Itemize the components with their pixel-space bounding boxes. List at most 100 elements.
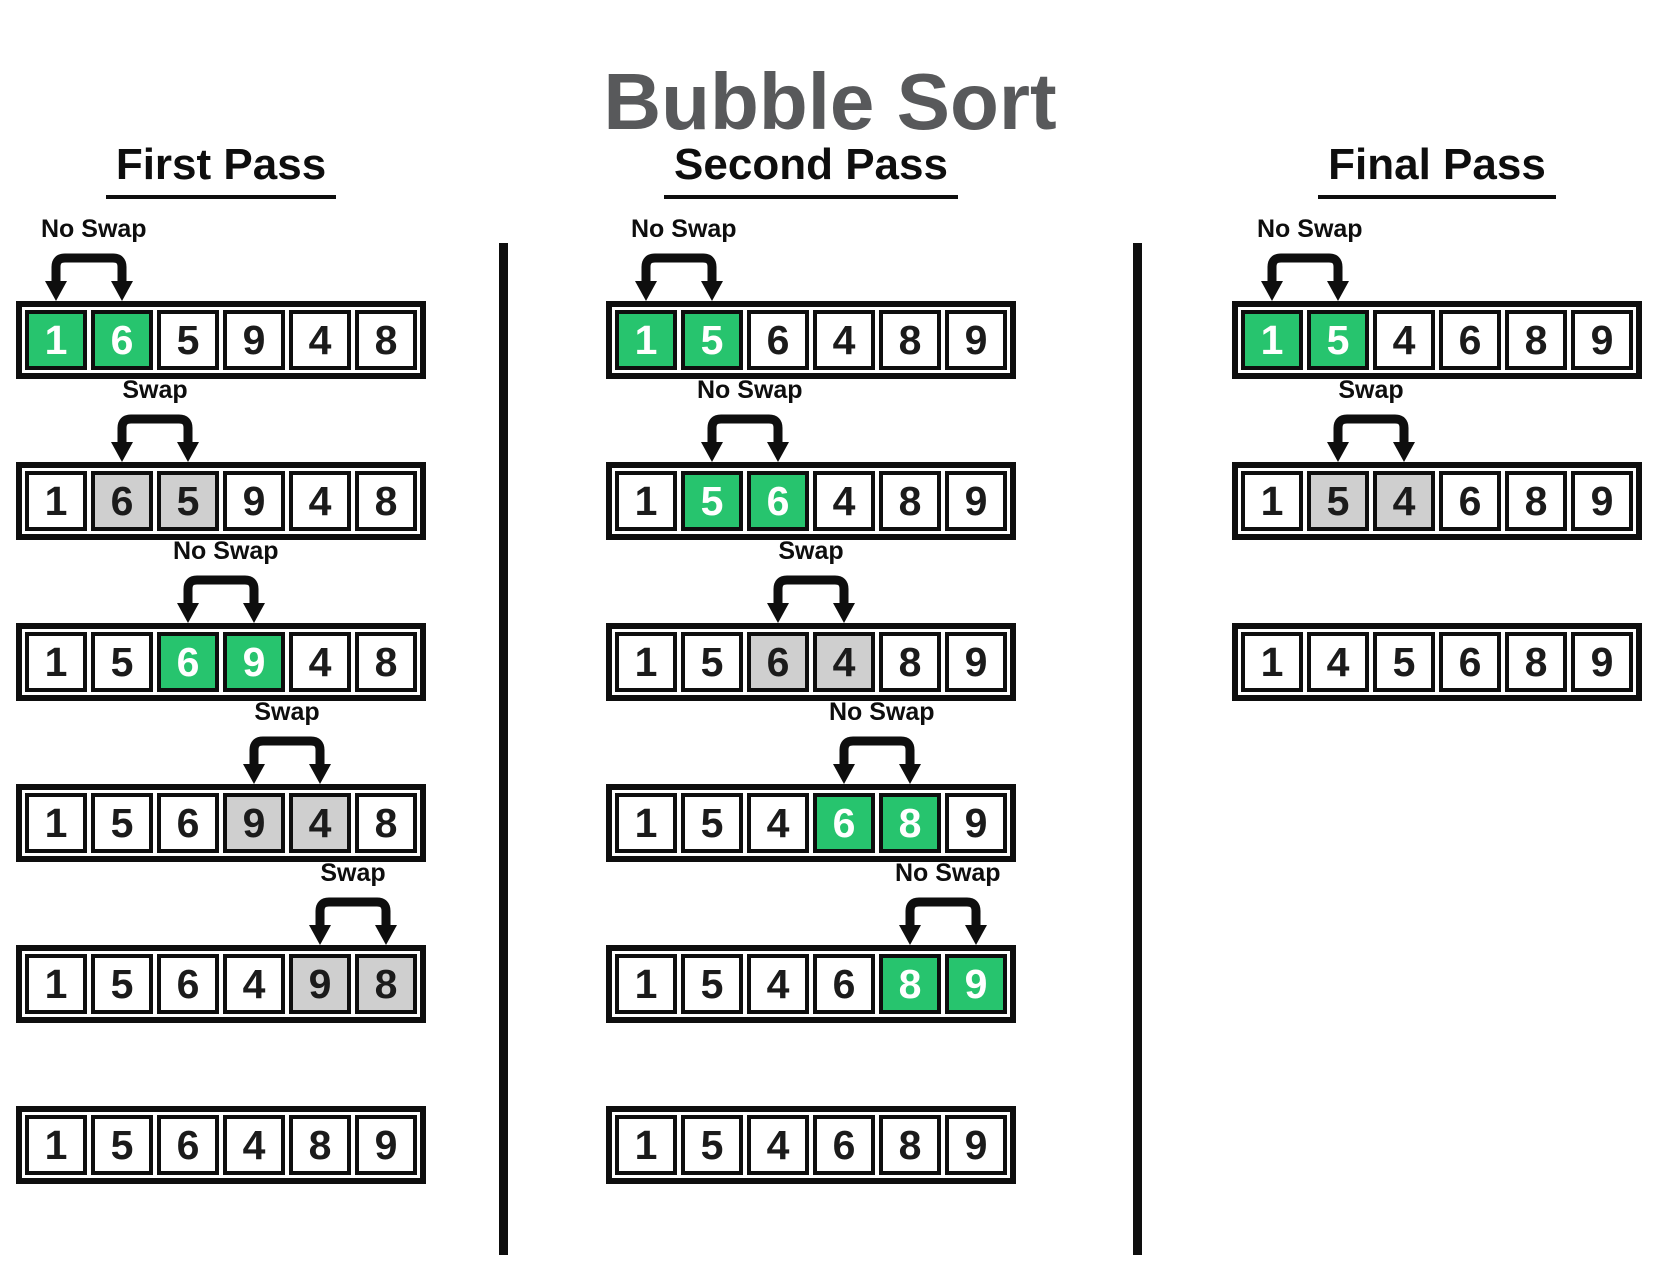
array-cell: 8 — [1505, 471, 1567, 531]
array-cell: 9 — [945, 954, 1007, 1014]
array-cell: 1 — [615, 793, 677, 853]
array-cell: 6 — [813, 793, 875, 853]
page-title: Bubble Sort — [603, 56, 1057, 146]
array-cell: 4 — [1373, 471, 1435, 531]
array-cell: 5 — [681, 954, 743, 1014]
array-cell: 8 — [289, 1115, 351, 1175]
array-cell: 8 — [1505, 632, 1567, 692]
array-cell: 6 — [813, 954, 875, 1014]
bracket-arrow-icon — [45, 253, 133, 301]
array-cell: 8 — [879, 471, 941, 531]
array-cell: 8 — [879, 793, 941, 853]
array-cell: 6 — [1439, 471, 1501, 531]
array-cell: 9 — [223, 471, 285, 531]
comparison-annotation: Swap — [239, 698, 335, 784]
array-cell: 5 — [681, 1115, 743, 1175]
array-cell: 5 — [91, 954, 153, 1014]
array-cell: 1 — [25, 471, 87, 531]
comparison-annotation: No Swap — [895, 859, 1001, 945]
comparison-annotation: Swap — [305, 859, 401, 945]
column-title: Final Pass — [1232, 141, 1642, 222]
no-swap-label: No Swap — [697, 376, 803, 404]
array-cell: 4 — [813, 310, 875, 370]
array-cell: 6 — [157, 793, 219, 853]
column-title-text: Final Pass — [1318, 141, 1556, 200]
swap-label: Swap — [320, 859, 386, 887]
array-cell: 8 — [355, 632, 417, 692]
array-cell: 1 — [1241, 632, 1303, 692]
bracket-arrow-icon — [767, 575, 855, 623]
array-cell: 8 — [1505, 310, 1567, 370]
array-cell: 4 — [747, 1115, 809, 1175]
comparison-annotation: No Swap — [631, 215, 737, 301]
array-cell: 8 — [355, 471, 417, 531]
array-cell: 4 — [223, 954, 285, 1014]
bracket-arrow-icon — [243, 736, 331, 784]
array-cell: 9 — [289, 954, 351, 1014]
swap-label: Swap — [778, 537, 844, 565]
array-cell: 1 — [1241, 310, 1303, 370]
column-title-text: First Pass — [105, 141, 337, 200]
array-cell: 4 — [1307, 632, 1369, 692]
array-cell: 6 — [813, 1115, 875, 1175]
array-cell: 8 — [879, 954, 941, 1014]
no-swap-label: No Swap — [895, 859, 1001, 887]
array-cell: 4 — [1373, 310, 1435, 370]
array-cell: 1 — [615, 1115, 677, 1175]
array-cell: 4 — [289, 310, 351, 370]
column-title: Second Pass — [606, 141, 1016, 222]
array-cell: 1 — [615, 310, 677, 370]
bracket-arrow-icon — [1261, 253, 1349, 301]
array-cell: 9 — [223, 310, 285, 370]
array-cell: 1 — [25, 954, 87, 1014]
bracket-arrow-icon — [899, 897, 987, 945]
bracket-arrow-icon — [309, 897, 397, 945]
comparison-annotation: No Swap — [41, 215, 147, 301]
array-cell: 1 — [25, 793, 87, 853]
comparison-annotation: No Swap — [829, 698, 935, 784]
array-cell: 9 — [223, 793, 285, 853]
array-cell: 6 — [747, 471, 809, 531]
array-cell: 8 — [355, 310, 417, 370]
array-cell: 1 — [25, 1115, 87, 1175]
array-cell: 4 — [747, 954, 809, 1014]
bracket-arrow-icon — [833, 736, 921, 784]
array-cell: 8 — [879, 310, 941, 370]
array-cell: 6 — [1439, 310, 1501, 370]
array-cell: 5 — [91, 793, 153, 853]
array-cell: 6 — [157, 954, 219, 1014]
array-cell: 5 — [91, 1115, 153, 1175]
no-swap-label: No Swap — [173, 537, 279, 565]
array-cell: 8 — [879, 632, 941, 692]
array-cell: 4 — [223, 1115, 285, 1175]
swap-label: Swap — [1338, 376, 1404, 404]
no-swap-label: No Swap — [1257, 215, 1363, 243]
array-cell: 4 — [289, 632, 351, 692]
array-cell: 5 — [681, 310, 743, 370]
comparison-annotation: No Swap — [173, 537, 279, 623]
bracket-arrow-icon — [177, 575, 265, 623]
array-cell: 1 — [25, 632, 87, 692]
